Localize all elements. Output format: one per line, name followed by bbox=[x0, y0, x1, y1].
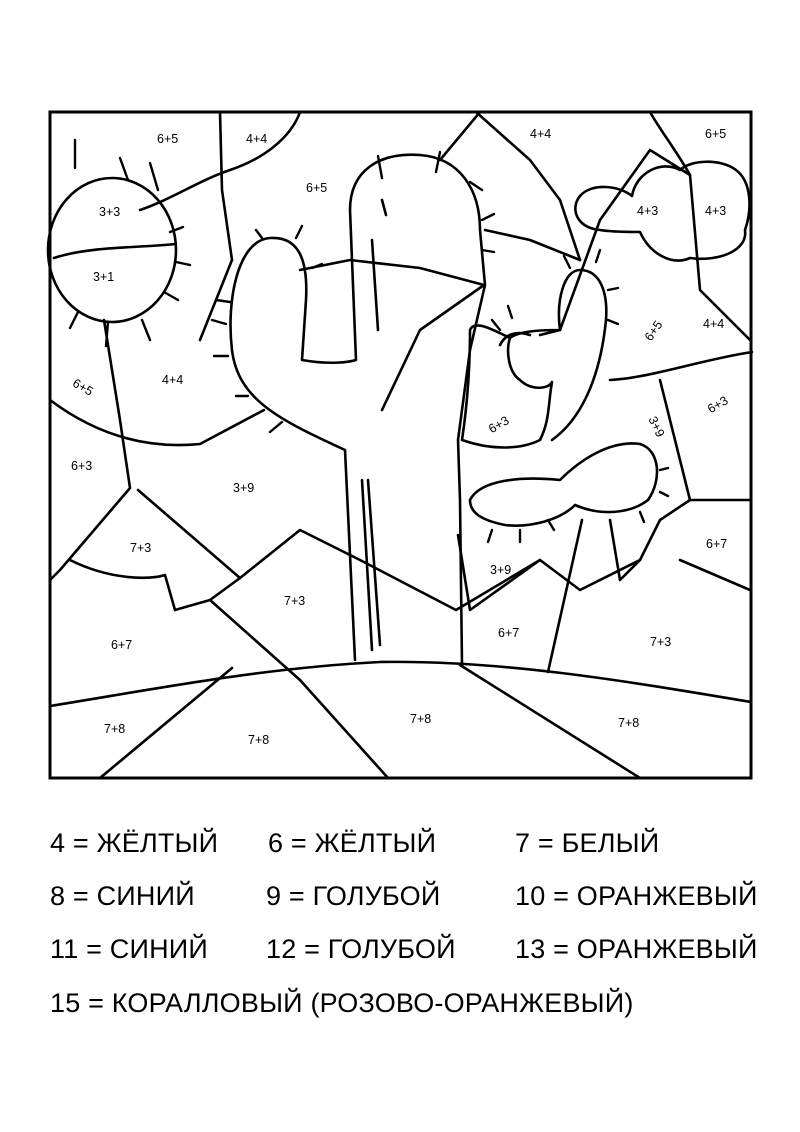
region-label: 4+3 bbox=[705, 204, 726, 218]
region-label: 6+3 bbox=[71, 459, 92, 473]
region-label: 4+4 bbox=[530, 127, 551, 141]
region-label: 3+3 bbox=[99, 205, 120, 219]
region-label: 7+8 bbox=[410, 712, 431, 726]
region-label: 6+5 bbox=[70, 376, 95, 399]
region-label: 6+3 bbox=[705, 393, 730, 416]
region-label: 3+1 bbox=[93, 270, 114, 284]
region-label: 6+5 bbox=[157, 132, 178, 146]
region-lines bbox=[48, 110, 754, 780]
region-label: 7+8 bbox=[618, 716, 639, 730]
cactus-drawing bbox=[210, 150, 496, 667]
sun-drawing bbox=[46, 138, 192, 348]
region-label: 7+3 bbox=[284, 594, 305, 608]
region-label: 6+5 bbox=[705, 127, 726, 141]
region-label: 7+8 bbox=[104, 722, 125, 736]
region-label: 4+4 bbox=[162, 373, 183, 387]
region-label: 6+5 bbox=[306, 181, 327, 195]
region-label: 4+3 bbox=[637, 204, 658, 218]
region-label: 6+5 bbox=[642, 318, 666, 343]
region-label: 6+7 bbox=[111, 638, 132, 652]
picture-frame bbox=[48, 110, 753, 780]
region-label: 7+8 bbox=[248, 733, 269, 747]
region-label: 7+3 bbox=[650, 635, 671, 649]
region-label: 4+4 bbox=[246, 132, 267, 146]
region-label: 4+4 bbox=[703, 317, 724, 331]
region-label: 7+3 bbox=[130, 541, 151, 555]
region-label: 3+9 bbox=[233, 481, 254, 495]
small-cactus-drawing bbox=[460, 248, 670, 544]
region-label: 6+7 bbox=[706, 537, 727, 551]
region-label: 3+9 bbox=[490, 563, 511, 577]
region-label: 3+9 bbox=[646, 414, 668, 439]
cloud-drawing bbox=[574, 160, 751, 262]
region-label: 6+3 bbox=[486, 413, 511, 436]
region-label: 6+7 bbox=[498, 626, 519, 640]
